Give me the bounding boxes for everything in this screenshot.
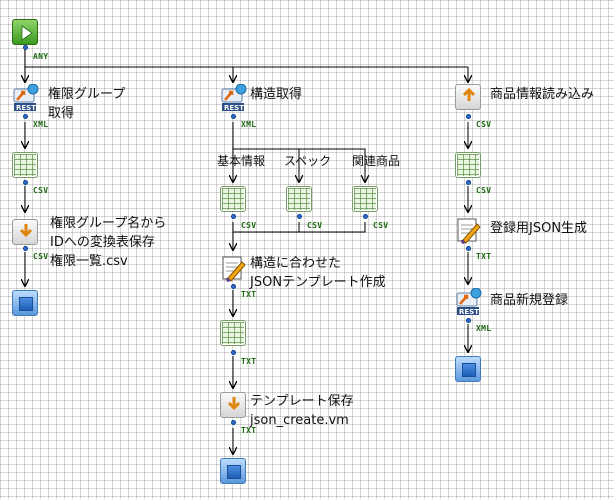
svg-text:REST: REST — [16, 104, 36, 112]
port-related[interactable] — [363, 214, 368, 219]
port-right-2[interactable] — [466, 180, 471, 185]
port-left-3[interactable] — [23, 246, 28, 251]
label-product-register: 商品新規登録 — [490, 293, 569, 308]
start-node[interactable] — [12, 19, 38, 45]
doc-node-json-gen[interactable] — [455, 216, 481, 244]
tag-csv-left-1: CSV — [33, 186, 49, 195]
end-node-left[interactable] — [12, 290, 38, 316]
tag-any: ANY — [33, 52, 49, 61]
svg-text:REST: REST — [459, 308, 479, 316]
start-port[interactable] — [23, 45, 28, 50]
disk-node-group-save[interactable] — [12, 219, 38, 245]
edge-start-bus — [24, 47, 468, 68]
document-pen-icon — [222, 256, 246, 282]
port-right-1[interactable] — [466, 114, 471, 119]
tag-csv-basic: CSV — [241, 221, 257, 230]
rest-node-group-fetch[interactable]: REST — [12, 84, 39, 112]
port-left-1[interactable] — [23, 114, 28, 119]
csv-node-basic[interactable] — [220, 186, 246, 212]
rest-node-struct-fetch[interactable]: REST — [220, 84, 247, 112]
svg-text:REST: REST — [224, 104, 244, 112]
label-struct-fetch: 構造取得 — [250, 87, 303, 102]
tag-csv-spec: CSV — [307, 221, 323, 230]
port-right-4[interactable] — [466, 318, 471, 323]
disk-node-template-save[interactable] — [220, 392, 246, 418]
document-pen-icon — [457, 218, 481, 244]
play-icon — [21, 25, 33, 41]
tag-csv-right-2: CSV — [476, 186, 492, 195]
tag-txt-mid-2: TXT — [241, 357, 257, 366]
tag-xml-left: XML — [33, 120, 49, 129]
branch-label-related: 関連商品 — [352, 154, 401, 168]
tag-txt-mid-3: TXT — [241, 426, 257, 435]
csv-node-left[interactable] — [12, 152, 38, 178]
label-template-save: テンプレート保存 json_create.vm — [250, 394, 354, 428]
branch-label-spec: スペック — [284, 154, 332, 168]
rest-api-icon: REST — [13, 84, 39, 112]
port-spec[interactable] — [297, 214, 302, 219]
port-basic[interactable] — [231, 214, 236, 219]
csv-node-template[interactable] — [220, 320, 246, 346]
tag-xml-right: XML — [476, 324, 492, 333]
csv-node-right[interactable] — [455, 152, 481, 178]
disk-save-icon — [227, 397, 241, 411]
rest-node-product-register[interactable]: REST — [455, 288, 482, 316]
rest-api-icon: REST — [221, 84, 247, 112]
label-product-read: 商品情報読み込み — [490, 87, 595, 102]
label-json-gen: 登録用JSON生成 — [490, 221, 588, 236]
tag-csv-right-1: CSV — [476, 120, 492, 129]
label-template-make: 構造に合わせた JSONテンプレート作成 — [250, 256, 386, 290]
label-group-save: 権限グループ名から IDへの変換表保存 権限一覧.csv — [50, 216, 167, 269]
port-mid-3[interactable] — [231, 350, 236, 355]
branch-label-basic: 基本情報 — [217, 154, 266, 168]
end-node-right[interactable] — [455, 356, 481, 382]
csv-node-spec[interactable] — [286, 186, 312, 212]
disk-read-icon — [462, 87, 476, 101]
port-right-3[interactable] — [466, 246, 471, 251]
tag-csv-left-2: CSV — [33, 252, 49, 261]
end-node-mid[interactable] — [220, 458, 246, 484]
port-left-2[interactable] — [23, 180, 28, 185]
disk-node-product-read[interactable] — [455, 84, 481, 110]
tag-xml-mid: XML — [241, 120, 257, 129]
tag-txt-mid-1: TXT — [241, 290, 257, 299]
port-mid-1[interactable] — [231, 114, 236, 119]
tag-csv-related: CSV — [373, 221, 389, 230]
doc-node-template-make[interactable] — [220, 254, 246, 282]
rest-api-icon: REST — [456, 288, 482, 316]
csv-node-related[interactable] — [352, 186, 378, 212]
label-group-fetch: 権限グループ 取得 — [48, 87, 126, 121]
disk-save-icon — [19, 224, 33, 238]
port-mid-2[interactable] — [231, 284, 236, 289]
tag-txt-right: TXT — [476, 252, 492, 261]
port-mid-4[interactable] — [231, 420, 236, 425]
